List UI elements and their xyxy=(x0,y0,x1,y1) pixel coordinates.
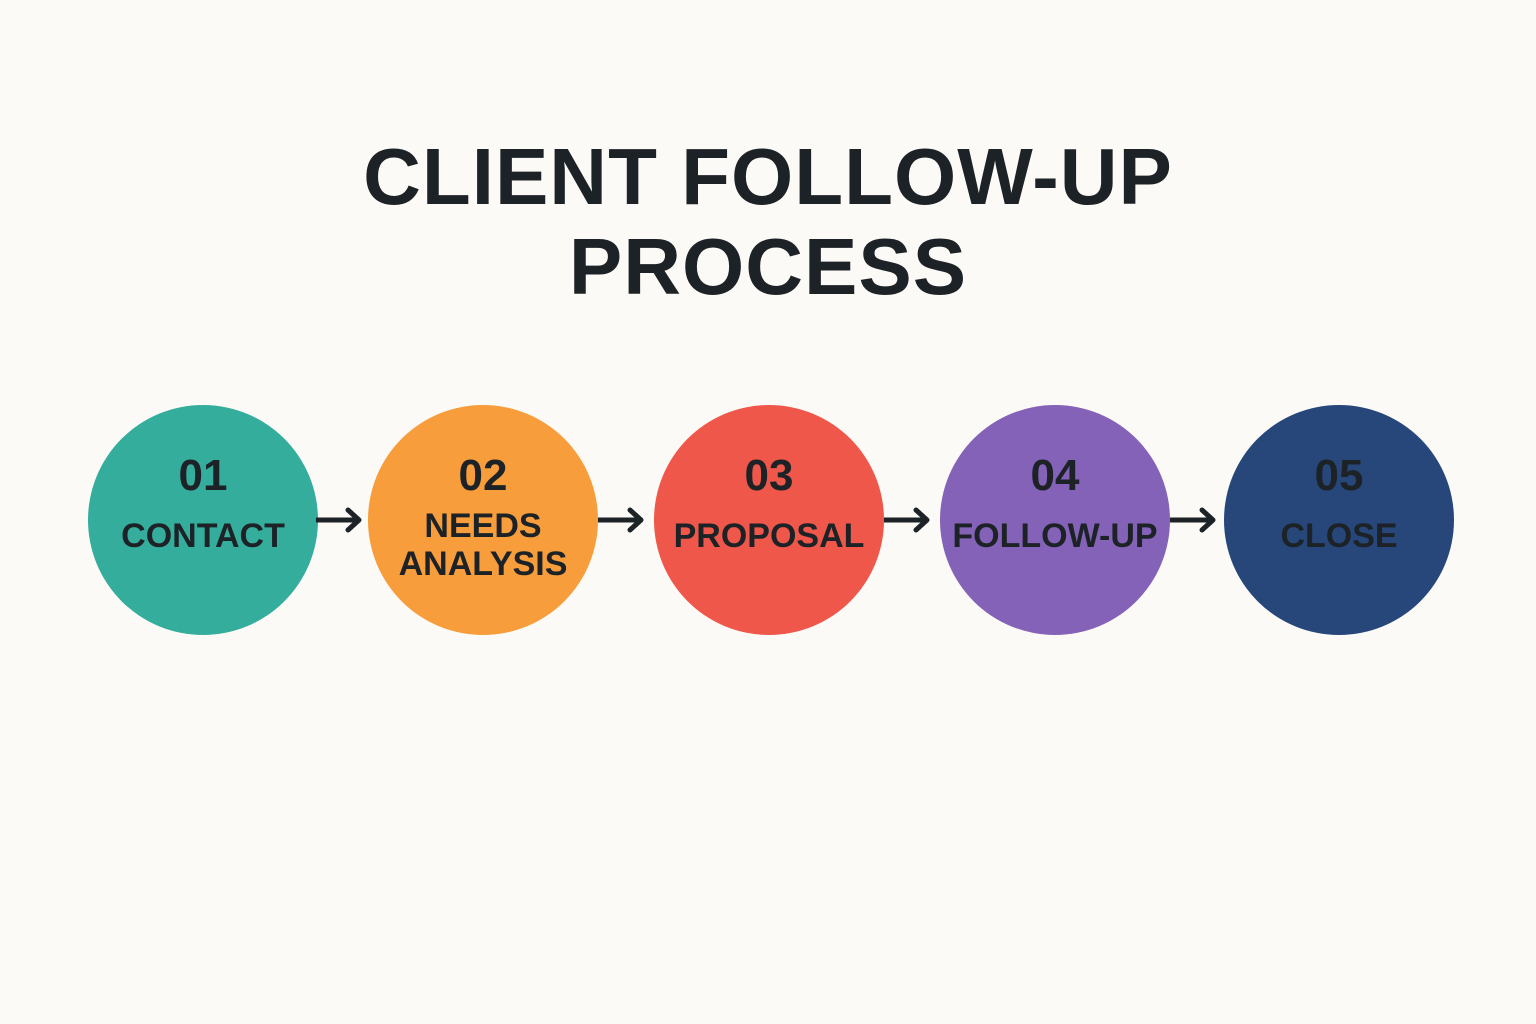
step-label-line-2: ANALYSIS xyxy=(398,545,568,583)
title-line-2: PROCESS xyxy=(568,222,968,311)
step-number: 03 xyxy=(744,451,794,500)
step-number: 02 xyxy=(458,451,508,500)
diagram-title: CLIENT FOLLOW-UP PROCESS xyxy=(0,132,1536,312)
step-number: 01 xyxy=(178,451,228,500)
step-label: CONTACT xyxy=(121,517,285,555)
step-number: 05 xyxy=(1314,451,1364,500)
step-needs-analysis: 02 NEEDS ANALYSIS xyxy=(368,405,598,635)
arrow-right-icon xyxy=(598,507,644,533)
step-contact: 01 CONTACT xyxy=(88,405,318,635)
step-number: 04 xyxy=(1030,451,1080,500)
step-label: FOLLOW-UP xyxy=(952,517,1158,555)
step-follow-up: 04 FOLLOW-UP xyxy=(940,405,1170,635)
step-close: 05 CLOSE xyxy=(1224,405,1454,635)
step-label: CLOSE xyxy=(1280,517,1398,555)
arrow-right-icon xyxy=(316,507,362,533)
arrow-right-icon xyxy=(884,507,930,533)
arrow-right-icon xyxy=(1170,507,1216,533)
step-label-line-1: NEEDS xyxy=(424,507,542,545)
step-label: NEEDS ANALYSIS xyxy=(358,507,608,583)
title-line-1: CLIENT FOLLOW-UP xyxy=(363,132,1173,221)
step-label: PROPOSAL xyxy=(673,517,865,555)
step-proposal: 03 PROPOSAL xyxy=(654,405,884,635)
